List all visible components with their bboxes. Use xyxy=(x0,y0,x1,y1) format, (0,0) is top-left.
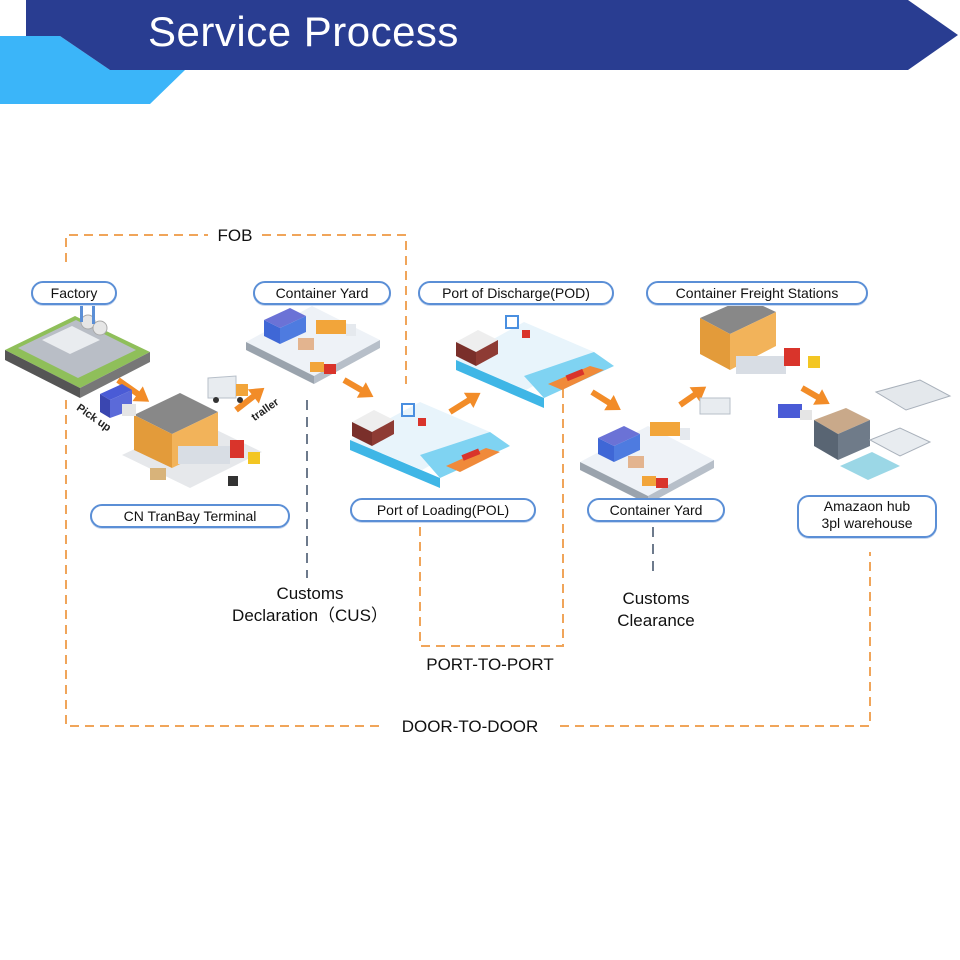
stage-pol: Port of Loading(POL) xyxy=(350,498,536,522)
arrow-yard-to-pol xyxy=(342,377,374,398)
banner-dark-arrow xyxy=(26,0,958,70)
customs-clearance-line1: Customs xyxy=(622,589,690,608)
fob-bracket-left xyxy=(65,234,208,262)
door-to-door-right xyxy=(560,552,871,727)
warehouse-icon-cn-terminal xyxy=(122,393,262,488)
arrow-pol-to-pod xyxy=(448,392,481,415)
door-to-door-label: DOOR-TO-DOOR xyxy=(401,717,539,736)
warehouse-icon-cfs xyxy=(699,298,820,420)
fob-label: FOB xyxy=(217,226,253,245)
arrow-factory-to-terminal xyxy=(116,377,150,402)
customs-declaration-line2: Declaration（CUS） xyxy=(232,606,388,625)
stage-cn-terminal: CN TranBay Terminal xyxy=(90,504,290,528)
factory-icon xyxy=(5,302,150,398)
banner-light-accent xyxy=(0,36,185,104)
stage-container-yard-origin: Container Yard xyxy=(253,281,391,305)
arrow-cfs-to-amazon xyxy=(800,385,830,405)
fob-bracket-right xyxy=(262,234,407,384)
port-to-port-label: PORT-TO-PORT xyxy=(426,655,554,674)
stage-factory: Factory xyxy=(31,281,117,305)
amazon-hub-line1: Amazaon hub xyxy=(823,498,911,514)
port-icon-pod xyxy=(456,315,614,408)
customs-declaration-line1: Customs xyxy=(276,584,344,603)
arrow-yard-to-cfs xyxy=(678,386,707,408)
page-title: Service Process xyxy=(148,8,459,55)
amazon-hub-line2: 3pl warehouse xyxy=(821,515,913,531)
pickup-truck-icon xyxy=(100,384,136,418)
trailer-truck-icon xyxy=(207,375,248,403)
arrow-terminal-to-yard xyxy=(234,387,265,413)
door-to-door-left xyxy=(65,400,380,727)
stage-container-yard-dest: Container Yard xyxy=(587,498,725,522)
port-to-port-bracket xyxy=(419,388,564,647)
customs-declaration-label: Customs Declaration（CUS） xyxy=(200,583,420,627)
arrow-pod-to-yard xyxy=(590,389,621,411)
header-banner xyxy=(0,0,958,104)
container-yard-icon-destination xyxy=(580,422,714,504)
container-yard-icon-origin xyxy=(246,306,380,384)
amazon-hub-icon xyxy=(814,379,952,480)
customs-clearance-line2: Clearance xyxy=(617,611,695,630)
port-icon-pol xyxy=(350,402,510,488)
stage-pod: Port of Discharge(POD) xyxy=(418,281,614,305)
stage-amazon-hub: Amazaon hub 3pl warehouse xyxy=(797,495,937,538)
customs-clearance-label: Customs Clearance xyxy=(586,588,726,632)
stage-cfs: Container Freight Stations xyxy=(646,281,868,305)
